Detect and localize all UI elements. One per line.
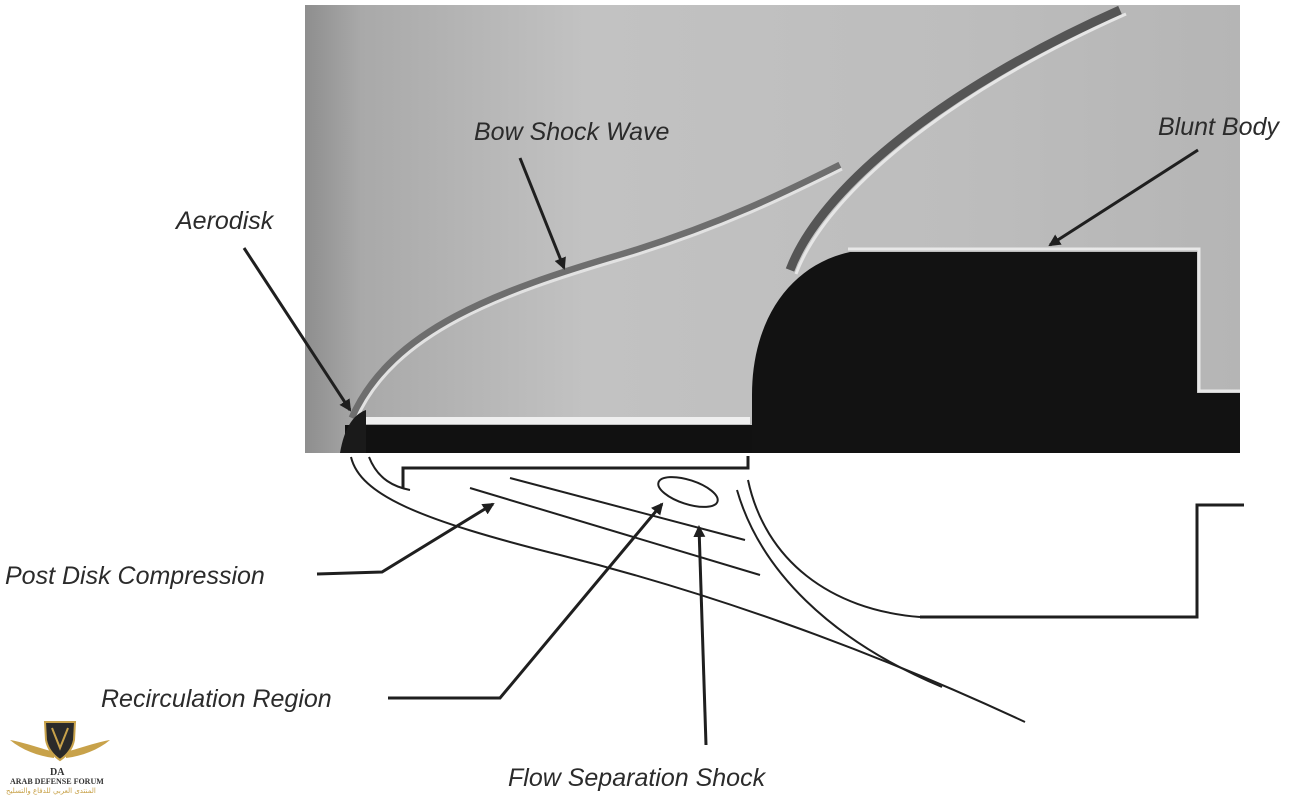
flow-schematic <box>350 456 1244 723</box>
label-recirculation-region: Recirculation Region <box>101 685 332 713</box>
logo-wing-right <box>66 740 110 758</box>
label-flow-separation-shock: Flow Separation Shock <box>508 764 766 792</box>
label-aerodisk: Aerodisk <box>176 207 274 235</box>
schematic-post-disk-compression <box>469 487 761 576</box>
label-post-disk-compression: Post Disk Compression <box>5 562 265 590</box>
photo-separation-shock <box>785 5 1122 272</box>
photo-aerodisk-rod <box>345 425 752 453</box>
label-blunt-body: Blunt Body <box>1158 113 1279 141</box>
photo-bow-shock <box>348 161 842 420</box>
arrow-blunt-body <box>1048 148 1199 247</box>
arrow-aerodisk <box>242 247 352 412</box>
pointer-arrows <box>242 148 1199 746</box>
schematic-inner-bow-shock <box>368 456 411 491</box>
logo-arabic-name: المنتدى العربي للدفاع والتسليح <box>6 787 96 795</box>
arrow-bow-shock <box>518 157 566 270</box>
arrow-post-disk-compression <box>316 502 495 576</box>
arab-defense-forum-logo: DA <box>10 721 110 778</box>
arrow-flow-separation-shock <box>693 525 708 746</box>
logo-wing-left <box>10 740 54 758</box>
schematic-recirculation-ellipse <box>657 476 719 508</box>
photo-blunt-body <box>752 252 1240 453</box>
schematic-separation-shock-1 <box>736 489 943 688</box>
schematic-bow-shock <box>350 456 1026 723</box>
schematic-separation-shock-2 <box>747 479 921 618</box>
logo-monogram: DA <box>50 767 65 778</box>
schlieren-photo <box>305 5 1240 453</box>
schematic-body <box>920 503 1244 619</box>
arrow-recirculation-region <box>388 502 664 700</box>
schematic-rod <box>401 456 750 489</box>
logo-name: ARAB DEFENSE FORUM <box>10 777 104 786</box>
label-bow-shock-wave: Bow Shock Wave <box>474 118 670 146</box>
schematic-shear-line <box>509 477 746 541</box>
